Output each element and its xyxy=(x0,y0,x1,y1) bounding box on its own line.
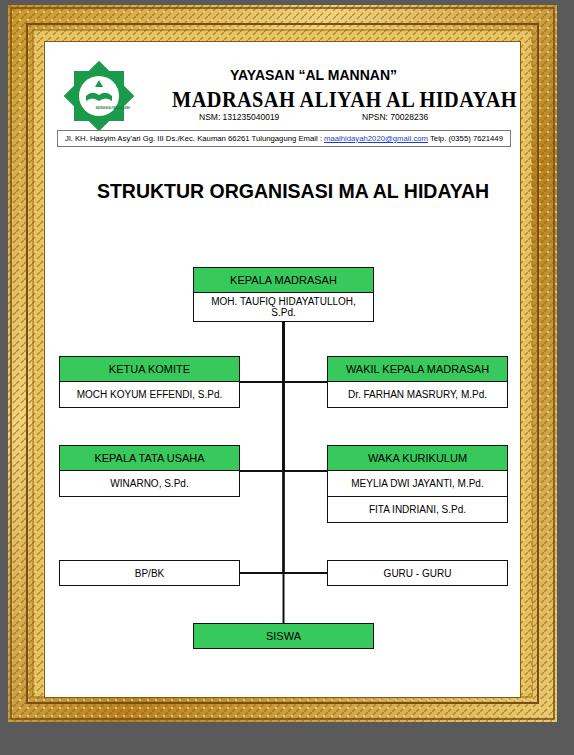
org-box: SISWA xyxy=(193,623,374,649)
school-name: MADRASAH ALIYAH AL HIDAYAH xyxy=(141,86,486,114)
person-name: BP/BK xyxy=(59,560,240,586)
person-name: MEYLIA DWI JAYANTI, M.Pd. xyxy=(327,471,508,497)
org-connector xyxy=(284,322,328,573)
chart-title: STRUKTUR ORGANISASI MA AL HIDAYAH xyxy=(60,180,526,202)
org-connector xyxy=(283,322,285,623)
org-connector xyxy=(240,322,284,471)
school-logo xyxy=(64,61,135,132)
role-header: WAKA KURIKULUM xyxy=(327,445,508,471)
role-header: KETUA KOMITE xyxy=(59,356,240,382)
org-connector xyxy=(284,322,328,382)
person-name: MOH. TAUFIQ HIDAYATULLOH, S.Pd. xyxy=(193,293,374,322)
person-name: MOCH KOYUM EFFENDI, S.Pd. xyxy=(59,382,240,408)
foundation-name: YAYASAN “AL MANNAN” xyxy=(141,67,486,83)
school-name-inner: MADRASAH ALIYAH AL HIDAYAH xyxy=(172,86,517,114)
person-name: WINARNO, S.Pd. xyxy=(59,471,240,497)
org-box: GURU - GURU xyxy=(327,560,508,586)
person-name: FITA INDRIANI, S.Pd. xyxy=(327,497,508,523)
role-header: SISWA xyxy=(193,623,374,649)
org-box: KEPALA TATA USAHAWINARNO, S.Pd. xyxy=(59,445,240,497)
role-header: KEPALA TATA USAHA xyxy=(59,445,240,471)
email-address: maalhidayah2020@gmail.com xyxy=(324,134,428,143)
person-name: Dr. FARHAN MASRURY, M.Pd. xyxy=(327,382,508,408)
nsm-number: NSM: 131235040019 xyxy=(199,113,279,123)
org-connector xyxy=(284,322,328,471)
org-connector xyxy=(240,322,284,573)
logo-text-inner: MADRASAH ALIYAH AL HIDAYAH xyxy=(96,106,130,111)
org-box: KEPALA MADRASAHMOH. TAUFIQ HIDAYATULLOH,… xyxy=(193,267,374,322)
role-header: KEPALA MADRASAH xyxy=(193,267,374,293)
npsn-number: NPSN: 70028236 xyxy=(362,113,428,123)
address-box: Jl. KH. Hasyim Asy’ari Gg. III Ds./Kec. … xyxy=(57,130,511,147)
phone-number: Telp. (0355) 7621449 xyxy=(430,134,503,143)
address-text: Jl. KH. Hasyim Asy’ari Gg. III Ds./Kec. … xyxy=(65,134,322,143)
org-box: BP/BK xyxy=(59,560,240,586)
role-header: WAKIL KEPALA MADRASAH xyxy=(327,356,508,382)
org-box: KETUA KOMITEMOCH KOYUM EFFENDI, S.Pd. xyxy=(59,356,240,408)
org-box: WAKIL KEPALA MADRASAHDr. FARHAN MASRURY,… xyxy=(327,356,508,408)
person-name: GURU - GURU xyxy=(327,560,508,586)
logo-text: MADRASAH ALIYAH AL HIDAYAH xyxy=(81,106,117,111)
org-box: WAKA KURIKULUMMEYLIA DWI JAYANTI, M.Pd.F… xyxy=(327,445,508,523)
org-connector xyxy=(240,322,284,382)
